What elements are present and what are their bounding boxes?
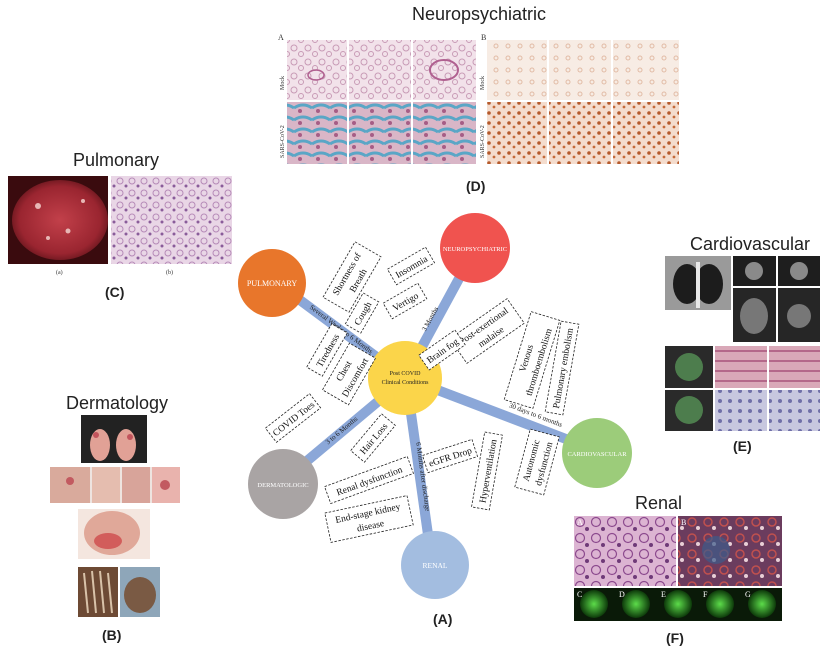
pulmonary-images: (a) (b) — [8, 176, 232, 276]
row-sars-a: SARS-CoV-2 — [280, 125, 286, 158]
renal-title: Renal — [635, 493, 683, 513]
renal-letter-c: C — [577, 590, 582, 599]
caption-c: (C) — [105, 284, 125, 300]
symptom-covid-toes: COVID Toes — [264, 393, 322, 443]
symptom-renal-dysfunction: Renal dysfunction — [324, 455, 414, 505]
symptom-egfr-drop: eGFR Drop — [421, 438, 479, 474]
renal-letter-d: D — [619, 590, 625, 599]
timeline-derm: 3 to 6 Months — [324, 415, 359, 446]
symptom-autonomic-dysfunction: Autonomic dysfunction — [514, 428, 560, 496]
dermatology-title: Dermatology — [66, 393, 169, 413]
dermatology-images — [50, 415, 180, 620]
node-dermatologic — [248, 449, 318, 519]
row-mock-b: Mock — [480, 76, 486, 90]
renal-letter-b: B — [681, 518, 686, 527]
center-line-2: Clinical Conditions — [382, 380, 429, 386]
node-pulmonary-label: PULMONARY — [247, 279, 297, 288]
caption-e: (E) — [733, 438, 752, 454]
node-dermatologic-label: DERMATOLOGIC — [257, 482, 308, 489]
panel-a-letter: A — [278, 33, 284, 42]
row-sars-b: SARS-CoV-2 — [480, 125, 486, 158]
caption-f: (F) — [666, 630, 684, 646]
symptom-insomnia: Insomnia — [386, 246, 436, 286]
neuropsychiatric-title: Neuropsychiatric — [412, 4, 547, 24]
renal-letter-e: E — [661, 590, 666, 599]
panel-b-tiles — [487, 40, 679, 164]
pulmonary-sub-a: (a) — [56, 269, 63, 276]
center-line-1: Post COVID — [390, 371, 422, 377]
symptom-venous-thromboembolism: Venous thromboembolism — [503, 311, 561, 409]
pulmonary-sub-b: (b) — [166, 269, 173, 276]
panel-b-letter: B — [481, 33, 486, 42]
symptom-vertigo: Vertigo — [382, 282, 428, 320]
symptom-end-stage-kidney-disease: End-stage kidney disease — [324, 495, 414, 543]
pulmonary-title: Pulmonary — [73, 150, 160, 170]
caption-a: (A) — [433, 611, 453, 627]
symptom-post-exertional-malaise: Post-exertional malaise — [449, 298, 525, 364]
symptom-hyperventilation: Hyperventilation — [471, 431, 503, 511]
node-cardiovascular-label: CARDIOVASCULAR — [567, 451, 627, 458]
cardiovascular-images — [665, 256, 820, 431]
node-pulmonary — [238, 249, 306, 317]
node-renal-label: RENAL — [423, 561, 448, 570]
renal-images: A B C D E F G — [574, 516, 782, 621]
node-neuropsychiatric — [440, 213, 510, 283]
symptom-tiredness: Tiredness — [306, 323, 348, 377]
row-mock-a: Mock — [280, 76, 286, 90]
node-cardiovascular — [562, 418, 632, 488]
node-renal — [401, 531, 469, 599]
cardiovascular-title: Cardiovascular — [690, 234, 811, 254]
node-neuropsychiatric-label: NEUROPSYCHIATRIC — [443, 246, 507, 253]
panel-a-tiles — [287, 40, 476, 164]
neuropsychiatric-histology-image: A B Mock SARS-CoV-2 Mock SARS-CoV-2 — [276, 30, 682, 170]
renal-letter-f: F — [703, 590, 708, 599]
renal-letter-g: G — [745, 590, 751, 599]
caption-d: (D) — [466, 178, 486, 194]
caption-b: (B) — [102, 627, 122, 643]
renal-letter-a: A — [577, 518, 583, 527]
